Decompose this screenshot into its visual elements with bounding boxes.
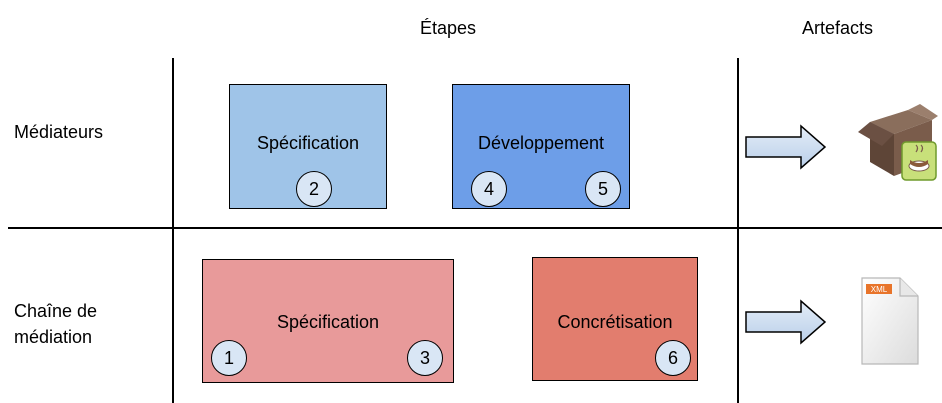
step-badge-4: 4 <box>471 171 507 207</box>
step-badge-1: 1 <box>211 340 247 376</box>
step-badge-5: 5 <box>585 171 621 207</box>
box-specification-chain: Spécification 1 3 <box>202 259 454 383</box>
column-divider-left <box>172 58 174 403</box>
header-steps: Étapes <box>420 18 477 38</box>
header-artifacts: Artefacts <box>802 18 874 38</box>
xml-tag-text: XML <box>871 285 888 294</box>
arrow-right-icon <box>745 299 827 345</box>
step-badge-3: 3 <box>407 340 443 376</box>
box-title: Spécification <box>256 133 360 153</box>
box-title: Spécification <box>276 312 380 332</box>
column-divider-right <box>737 58 739 403</box>
box-title: Développement <box>477 133 605 153</box>
step-badge-6: 6 <box>655 340 691 376</box>
row-label-mediation-chain: Chaîne de médiation <box>14 301 98 347</box>
box-title: Concrétisation <box>557 312 673 332</box>
row-divider <box>8 227 942 229</box>
row-label-mediators: Médiateurs <box>14 122 104 142</box>
step-badge-2: 2 <box>296 171 332 207</box>
xml-document-icon: XML <box>861 277 919 365</box>
box-developpement: Développement 4 5 <box>452 84 630 209</box>
box-concretisation: Concrétisation 6 <box>532 257 698 381</box>
java-package-box-icon <box>858 104 938 181</box>
box-specification-mediators: Spécification 2 <box>229 84 387 209</box>
arrow-right-icon <box>745 124 827 170</box>
